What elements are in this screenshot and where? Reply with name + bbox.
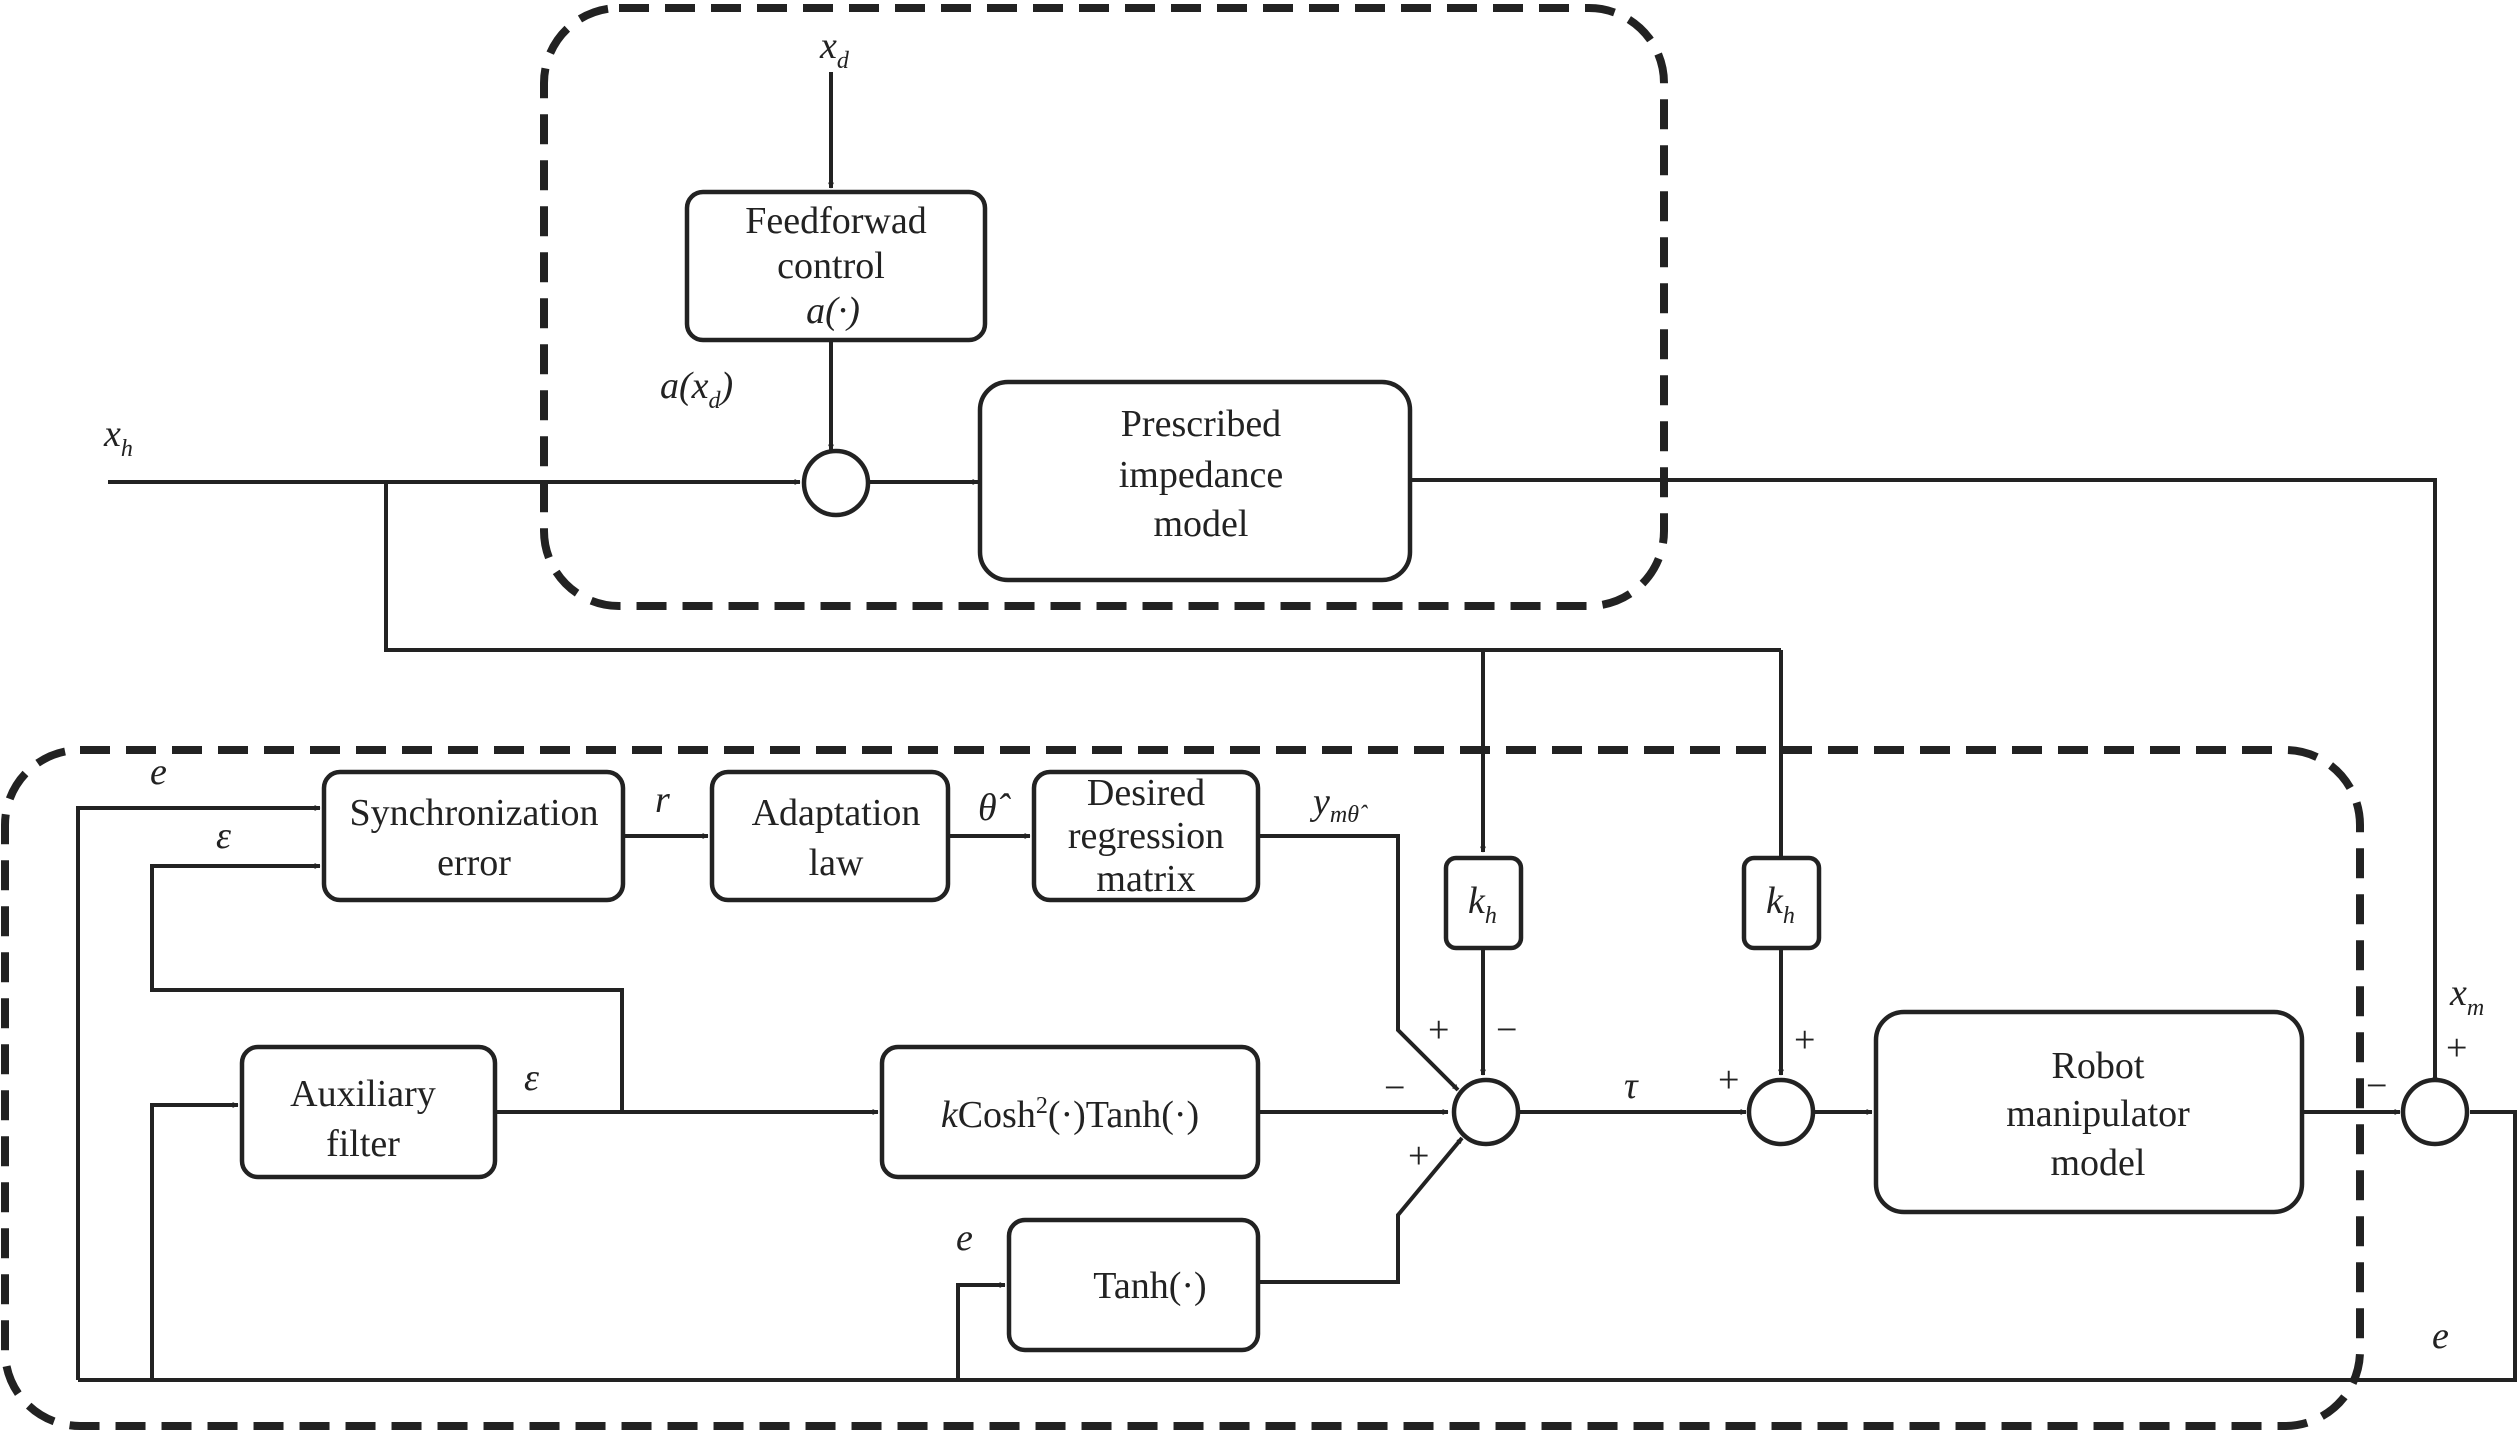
xd-label: x	[819, 25, 837, 67]
e-top-label: e	[150, 751, 167, 793]
svg-text:xm: xm	[2449, 972, 2484, 1021]
xm-label: x	[2449, 972, 2467, 1014]
aux-filter-line1: Auxiliary	[290, 1073, 436, 1115]
svg-text:a(xd): a(xd)	[660, 365, 733, 414]
e-right-label: e	[2432, 1315, 2449, 1357]
synchronization-error-block: Synchronization error	[321, 769, 626, 903]
robot-manipulator-model-block: Robot manipulator model	[1873, 1009, 2305, 1215]
summing-junction-tau	[1451, 1077, 1521, 1147]
robot-line1: Robot	[2052, 1045, 2145, 1087]
aux-filter-line2: filter	[326, 1123, 400, 1165]
robot-line2: manipulator	[2006, 1093, 2190, 1135]
regression-line2: regression	[1068, 815, 1224, 857]
svg-text:ymθ̂: ymθ̂	[1309, 781, 1368, 828]
adaptation-law-block: Adaptation law	[709, 769, 951, 903]
tanh-to-sum-line	[1258, 1136, 1464, 1284]
sign-sum3-top-plus: +	[2446, 1027, 2467, 1069]
e-tanh-label: e	[956, 1217, 973, 1259]
theta-hat-label: θ̂	[978, 787, 1012, 829]
e-output-line	[78, 1110, 2517, 1382]
regression-line3: matrix	[1096, 858, 1195, 900]
svg-text:kh: kh	[1766, 880, 1795, 929]
r-label: r	[655, 779, 670, 821]
summing-junction-robot-input	[1746, 1077, 1816, 1147]
a-xd-label: a(x	[660, 365, 709, 407]
summing-junction-error	[2400, 1077, 2470, 1147]
kh-right-block: kh	[1741, 855, 1822, 951]
robot-line3: model	[2051, 1142, 2146, 1184]
impedance-line1: Prescribed	[1121, 403, 1281, 445]
svg-text:xh: xh	[103, 413, 133, 462]
tau-label: τ	[1624, 1065, 1639, 1107]
kh-left-block: kh	[1443, 855, 1524, 951]
feedforward-line3: a(·)	[806, 290, 860, 332]
xh-branch-line	[384, 482, 1781, 652]
xh-label: x	[103, 413, 121, 455]
adaptation-line2: law	[809, 842, 864, 884]
aux-filter-input-line	[150, 1102, 239, 1380]
prescribed-impedance-block: Prescribed impedance model	[977, 379, 1413, 583]
kh-right-sub: h	[1783, 903, 1795, 929]
sync-error-line1: Synchronization	[349, 792, 598, 834]
cosh-tanh-label: kCosh2(·)Tanh(·)	[941, 1093, 1199, 1136]
sign-sum1-top-plus: +	[1428, 1009, 1449, 1051]
sign-sum2-left-plus: +	[1718, 1059, 1739, 1101]
impedance-line2: impedance	[1119, 454, 1284, 496]
sign-sum1-left-minus: −	[1384, 1067, 1405, 1109]
kh-left-sub: h	[1485, 903, 1497, 929]
desired-regression-matrix-block: Desired regression matrix	[1031, 769, 1261, 903]
summing-junction-feedforward	[801, 448, 871, 518]
kh-right-base: k	[1766, 880, 1784, 922]
tanh-block: Tanh(·)	[1006, 1217, 1261, 1353]
impedance-line3: model	[1154, 503, 1249, 545]
feedforward-control-block: Feedforwad control a(·)	[684, 189, 988, 343]
cosh-tanh-block: kCosh2(·)Tanh(·)	[879, 1044, 1261, 1180]
auxiliary-filter-block: Auxiliary filter	[239, 1044, 498, 1180]
eps-mid-label: ε	[524, 1057, 539, 1099]
sign-sum1-bottom-plus: +	[1408, 1135, 1429, 1177]
svg-text:xd: xd	[819, 25, 850, 74]
controller-group-boundary	[1, 746, 2364, 1430]
feedforward-line2: control	[777, 245, 885, 287]
ym-theta-line	[1258, 834, 1460, 1092]
sign-sum3-left-minus: −	[2366, 1065, 2387, 1107]
e-to-tanh-line	[956, 1282, 1006, 1380]
signal-lines	[76, 72, 2517, 1382]
kh-left-base: k	[1468, 880, 1486, 922]
regression-line1: Desired	[1087, 772, 1205, 814]
sync-error-line2: error	[437, 842, 511, 884]
feedforward-line1: Feedforwad	[745, 200, 926, 242]
impedance-group-boundary	[540, 4, 1668, 610]
ym-theta-label: y	[1309, 781, 1330, 823]
eps-feedback-line	[150, 863, 624, 1112]
svg-text:kh: kh	[1468, 880, 1497, 929]
eps-top-label: ε	[216, 815, 231, 857]
tanh-label: Tanh(·)	[1093, 1265, 1206, 1307]
adaptation-line1: Adaptation	[752, 792, 921, 834]
impedance-output-line	[1410, 478, 2438, 1084]
e-feedback-line	[76, 805, 321, 1380]
sign-sum1-top-minus: −	[1496, 1009, 1517, 1051]
sign-sum2-top-plus: +	[1794, 1019, 1815, 1061]
